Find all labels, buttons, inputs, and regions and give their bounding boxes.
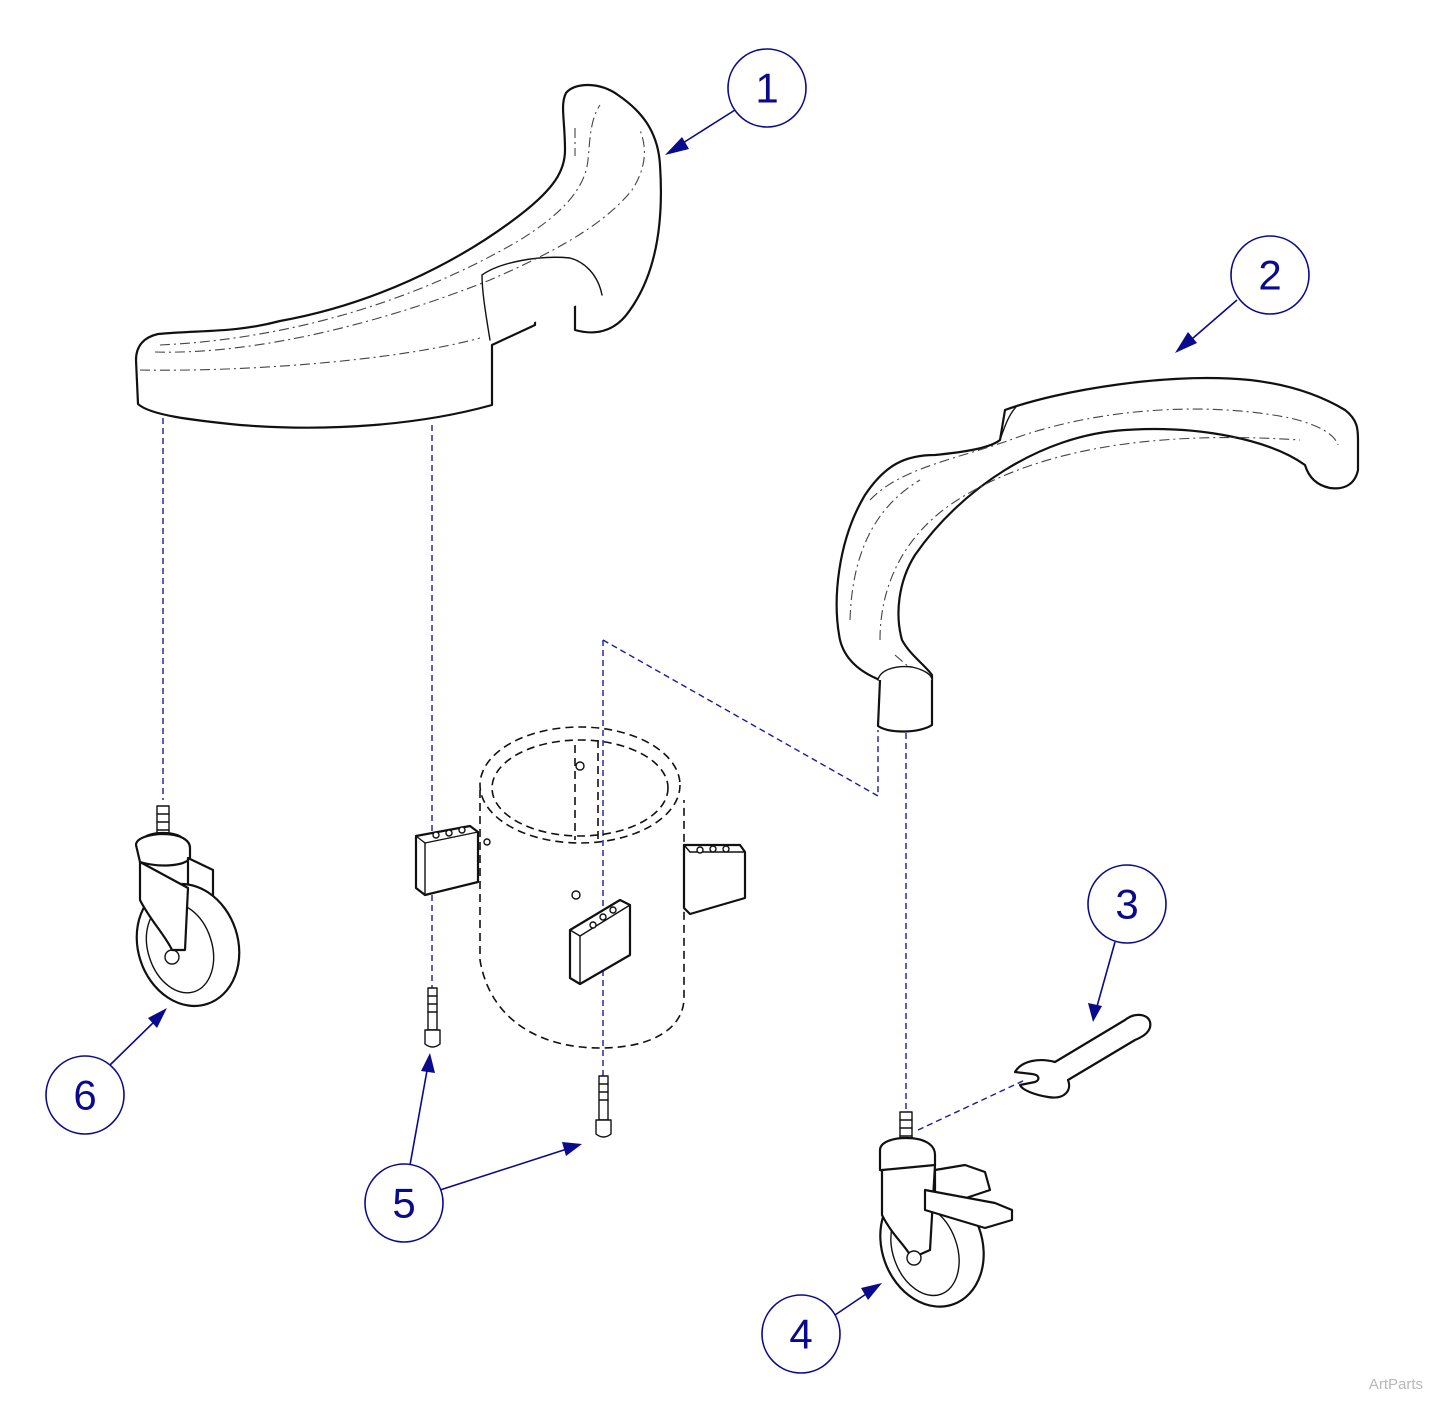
callout-6-label: 6 xyxy=(73,1072,96,1119)
callout-2: 2 xyxy=(1175,235,1310,353)
watermark: ArtParts xyxy=(1368,1376,1423,1393)
curved-leg-left xyxy=(134,83,663,429)
callout-6: 6 xyxy=(45,1008,167,1135)
callout-2-label: 2 xyxy=(1258,252,1281,299)
assembly-leader-lines xyxy=(162,408,1026,1131)
callout-1: 1 xyxy=(665,48,807,155)
center-hub xyxy=(414,726,747,1049)
screw-lower xyxy=(595,1075,612,1138)
callout-4-label: 4 xyxy=(789,1311,812,1358)
callout-4: 4 xyxy=(761,1283,882,1374)
locking-caster xyxy=(878,1111,1014,1308)
callout-5: 5 xyxy=(364,1053,582,1243)
callout-5-label: 5 xyxy=(392,1180,415,1227)
curved-leg-right xyxy=(835,376,1360,733)
screw-upper xyxy=(424,987,441,1048)
caster xyxy=(134,805,241,1008)
callout-3-label: 3 xyxy=(1115,881,1138,928)
callout-3: 3 xyxy=(1087,864,1167,1022)
wrench xyxy=(1013,1013,1152,1099)
callout-1-label: 1 xyxy=(755,65,778,112)
